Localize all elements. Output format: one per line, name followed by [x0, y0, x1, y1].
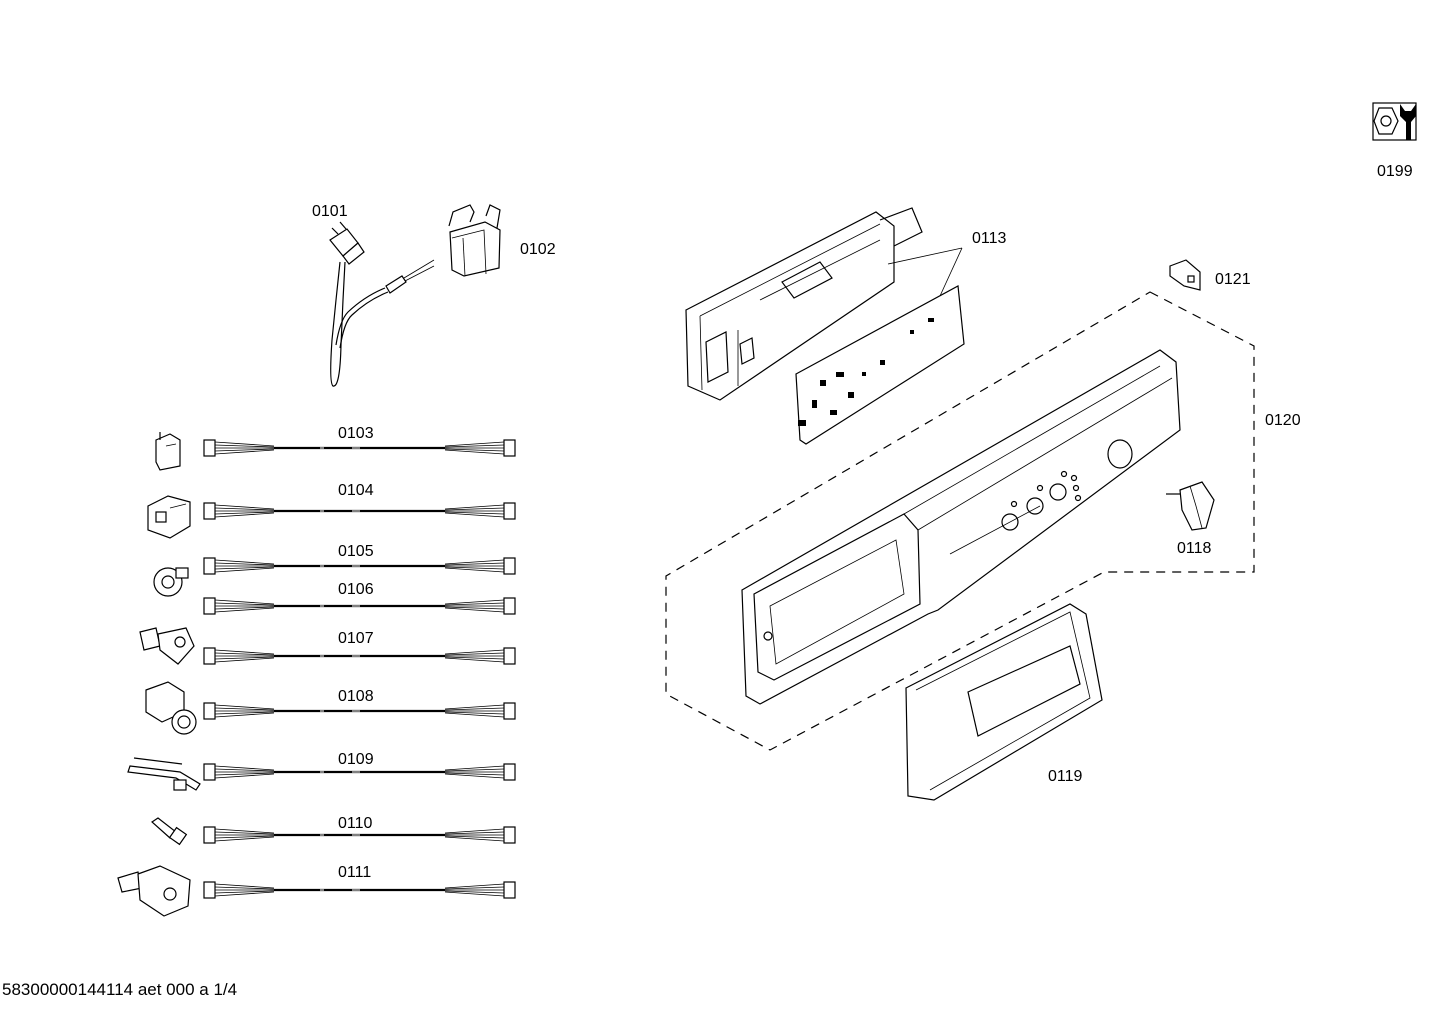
drawer-handle-0119[interactable]	[905, 603, 1103, 801]
part-label-0121: 0121	[1215, 271, 1251, 288]
part-label-0199: 0199	[1377, 163, 1413, 180]
harness-row-0107[interactable]	[139, 627, 517, 666]
part-label-0120: 0120	[1265, 412, 1301, 429]
part-label-0110: 0110	[338, 815, 373, 832]
clip-0121[interactable]	[1169, 259, 1201, 291]
assembly-boundary-0120	[665, 291, 1255, 751]
part-label-0113: 0113	[972, 230, 1007, 247]
wrench-nut-icon[interactable]	[1372, 102, 1417, 141]
harness-row-0105[interactable]	[153, 556, 517, 597]
part-label-0102: 0102	[520, 241, 556, 258]
harness-row-0106[interactable]	[202, 596, 517, 616]
harness-row-0103[interactable]	[155, 432, 517, 471]
harness-row-0111[interactable]	[117, 865, 517, 917]
part-label-0105: 0105	[338, 543, 374, 560]
interference-filter-icon[interactable]	[448, 204, 501, 277]
control-panel-fascia[interactable]	[741, 349, 1181, 705]
part-label-0111: 0111	[338, 864, 371, 881]
harness-row-0110[interactable]	[151, 817, 517, 846]
part-label-0118: 0118	[1177, 540, 1212, 557]
part-label-0108: 0108	[338, 688, 374, 705]
knob-0118[interactable]	[1166, 481, 1215, 531]
harness-row-0109[interactable]	[127, 757, 517, 791]
control-module-0113[interactable]	[685, 207, 965, 445]
part-label-0106: 0106	[338, 581, 374, 598]
part-label-0101: 0101	[312, 203, 348, 220]
power-plug-icon[interactable]	[329, 221, 435, 387]
document-code: 58300000144114 aet 000 a 1/4	[2, 980, 238, 999]
part-label-0103: 0103	[338, 425, 374, 442]
part-label-0119: 0119	[1048, 768, 1083, 785]
part-label-0104: 0104	[338, 482, 374, 499]
part-label-0109: 0109	[338, 751, 374, 768]
part-label-0107: 0107	[338, 630, 374, 647]
harness-row-0108[interactable]	[145, 681, 517, 735]
harness-row-0104[interactable]	[147, 495, 517, 539]
